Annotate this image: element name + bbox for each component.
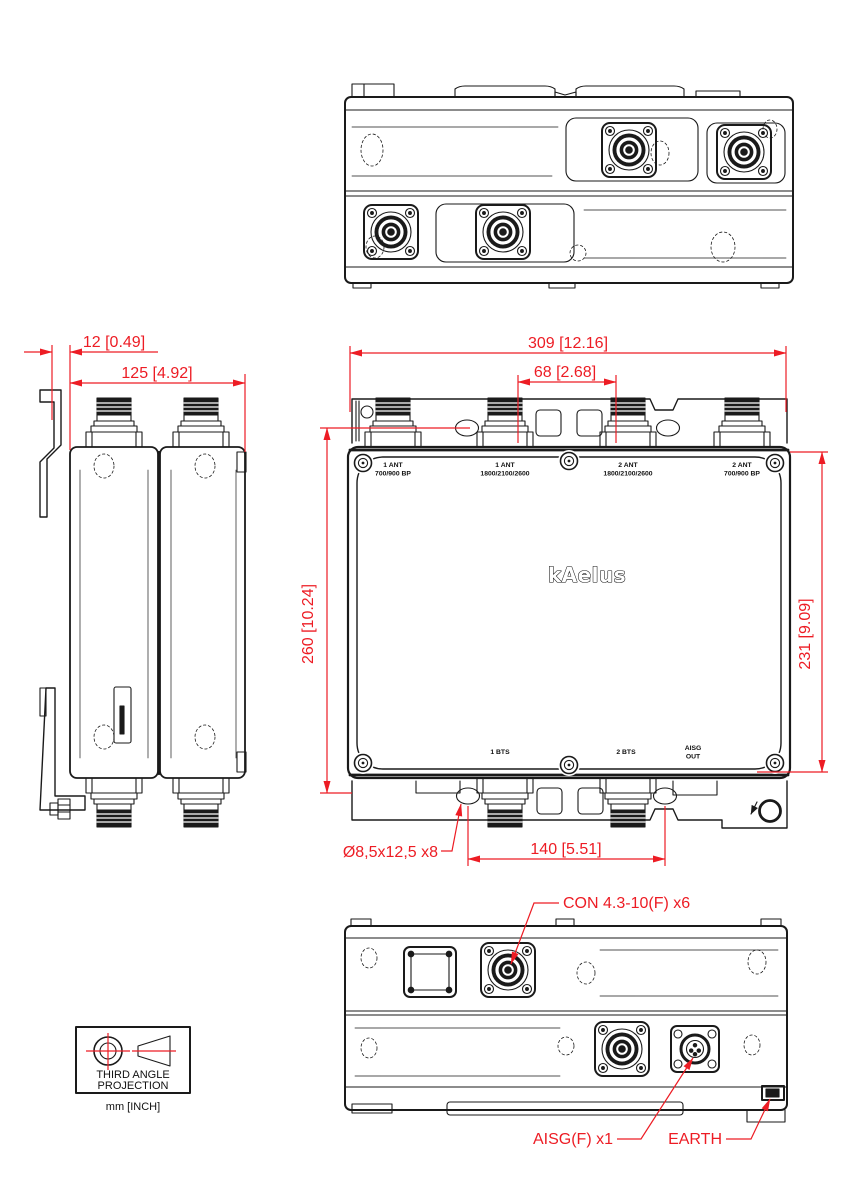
rf-connector-face bbox=[600, 121, 658, 179]
rf-connector-profile bbox=[85, 777, 143, 828]
port-label-2ant-low-band: 700/900 BP bbox=[724, 471, 760, 478]
rf-connector-face bbox=[715, 123, 773, 181]
port-labels: 1 ANT 700/900 BP 1 ANT 1800/2100/2600 2 … bbox=[375, 462, 760, 761]
blank-flange bbox=[403, 946, 457, 998]
bottom-view bbox=[344, 918, 788, 1123]
port-label-2ant-low: 2 ANT bbox=[732, 462, 752, 469]
units-note: mm [INCH] bbox=[106, 1101, 160, 1113]
port-label-1ant-high: 1 ANT bbox=[495, 462, 515, 469]
mounting-bracket-bottom bbox=[39, 687, 86, 811]
port-label-1ant-low-band: 700/900 BP bbox=[375, 471, 411, 478]
port-label-2ant-high-band: 1800/2100/2600 bbox=[603, 471, 652, 478]
projection-cone-icon bbox=[137, 1035, 171, 1067]
callout-rf-connector: CON 4.3-10(F) x6 bbox=[563, 895, 690, 912]
front-view: 1 ANT 700/900 BP 1 ANT 1800/2100/2600 2 … bbox=[346, 397, 792, 829]
rf-connector-profile bbox=[172, 777, 230, 828]
port-label-1ant-low: 1 ANT bbox=[383, 462, 403, 469]
port-label-1bts: 1 BTS bbox=[490, 749, 510, 756]
mounting-slot bbox=[655, 419, 681, 437]
rf-connector-profile bbox=[476, 397, 534, 448]
brand-logo: kAelus bbox=[548, 563, 626, 587]
port-label-aisg-out-line2: OUT bbox=[686, 754, 701, 761]
rf-connector-profile bbox=[713, 397, 771, 448]
dim-hole-pitch-label: 140 [5.51] bbox=[530, 841, 601, 858]
rf-connector-face bbox=[474, 203, 532, 261]
rf-connector-profile bbox=[364, 397, 422, 448]
dim-body-height-label: 231 [9.09] bbox=[797, 598, 814, 669]
side-view bbox=[39, 389, 247, 828]
unit-body bbox=[346, 445, 792, 780]
callout-aisg: AISG(F) x1 bbox=[533, 1131, 613, 1148]
bracket-bolt bbox=[57, 798, 71, 820]
rf-connector-face bbox=[593, 1020, 651, 1078]
dim-height-label: 260 [10.24] bbox=[300, 584, 317, 664]
top-tab bbox=[351, 83, 395, 98]
dim-width-label: 309 [12.16] bbox=[528, 335, 608, 352]
earth-terminal bbox=[758, 799, 782, 823]
dimensions: 12 [0.49] 125 [4.92] 309 [12.16] 68 [2.6… bbox=[24, 334, 828, 866]
leader-mounting-hole bbox=[441, 803, 463, 852]
face-screw bbox=[351, 751, 375, 775]
face-screw bbox=[763, 451, 787, 475]
aisg-connector-face bbox=[669, 1024, 721, 1074]
mounting-bracket-top bbox=[39, 389, 62, 518]
rf-connector-profile bbox=[599, 397, 657, 448]
product-label-slot bbox=[113, 686, 132, 744]
face-screw bbox=[351, 451, 375, 475]
port-label-aisg-out-line1: AISG bbox=[685, 745, 702, 752]
face-screw bbox=[557, 449, 581, 473]
top-view bbox=[344, 83, 794, 289]
rf-connector-face bbox=[479, 941, 537, 999]
port-label-2ant-high: 2 ANT bbox=[618, 462, 638, 469]
dim-port-pitch-label: 68 [2.68] bbox=[534, 364, 596, 381]
port-label-2bts: 2 BTS bbox=[616, 749, 636, 756]
leader-rf-connector bbox=[510, 902, 559, 965]
callouts: Ø8,5x12,5 x8 CON 4.3-10(F) x6 AISG(F) x1… bbox=[343, 803, 771, 1148]
casting-texture bbox=[360, 947, 378, 969]
projection-label-line2: PROJECTION bbox=[98, 1080, 169, 1092]
rf-connector-profile bbox=[172, 397, 230, 448]
callout-earth: EARTH bbox=[668, 1131, 722, 1148]
callout-mounting-hole: Ø8,5x12,5 x8 bbox=[343, 844, 438, 861]
face-screw bbox=[557, 753, 581, 777]
dim-offset-label: 12 [0.49] bbox=[83, 334, 145, 351]
foot-bar bbox=[446, 1101, 684, 1116]
earth-symbol-icon bbox=[750, 801, 758, 815]
casting-texture bbox=[93, 453, 115, 479]
mounting-slot bbox=[455, 787, 481, 805]
rf-connector-profile bbox=[85, 397, 143, 448]
rf-connector-face bbox=[362, 203, 420, 261]
casting-texture bbox=[360, 133, 384, 167]
face-screw bbox=[763, 751, 787, 775]
projection-label-line1: THIRD ANGLE bbox=[96, 1069, 169, 1081]
third-angle-projection: THIRD ANGLE PROJECTION mm [INCH] bbox=[75, 1026, 191, 1113]
leader-aisg bbox=[617, 1057, 694, 1140]
mounting-slot bbox=[652, 787, 678, 805]
port-label-1ant-high-band: 1800/2100/2600 bbox=[480, 471, 529, 478]
bottom-mounting-plate bbox=[351, 780, 788, 829]
leader-earth bbox=[726, 1098, 771, 1140]
earth-stud bbox=[761, 1085, 785, 1101]
dim-depth-label: 125 [4.92] bbox=[121, 365, 192, 382]
